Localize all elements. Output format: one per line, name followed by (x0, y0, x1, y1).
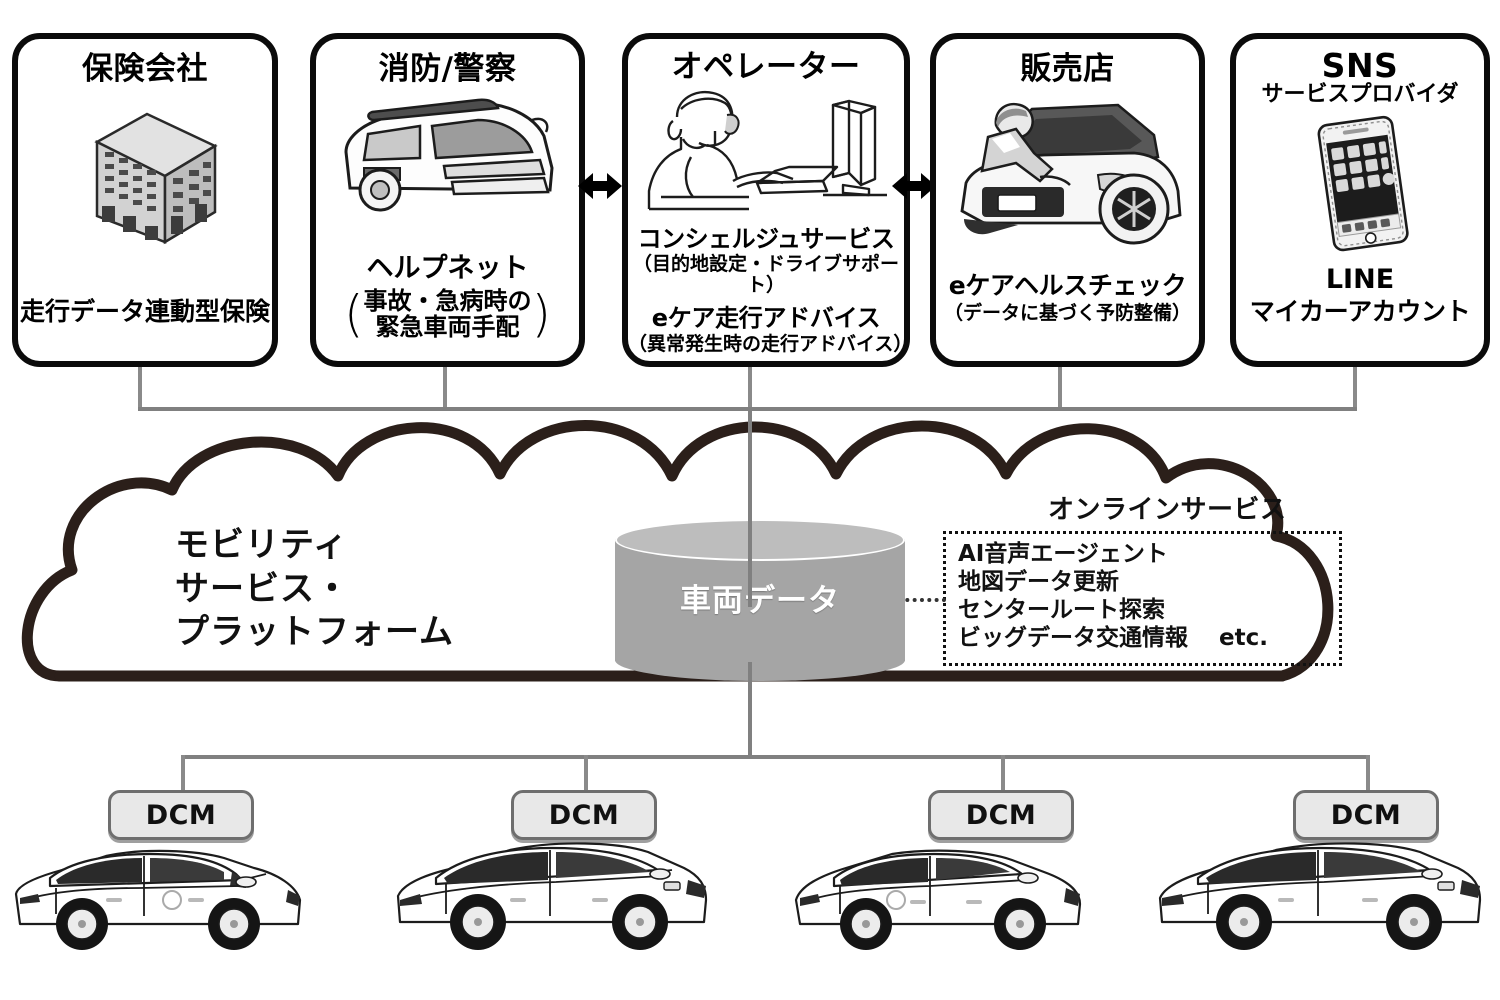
operator-headset-icon (635, 86, 897, 218)
online-service-item-2: 地図データ更新 (958, 569, 1119, 596)
dcm-box-4[interactable]: DCM (1293, 790, 1439, 840)
datastore-to-services-link (898, 598, 946, 602)
partner-title-sns: SNS (1321, 46, 1399, 85)
partner-box-fire-police[interactable]: 消防/警察 ヘルプネット ( 事故・急病時の 緊急車両手配 (310, 33, 585, 367)
online-service-item-3: センタールート探索 (958, 597, 1165, 624)
ambulance-icon (323, 88, 573, 228)
partner-caption-fire-police: ヘルプネット (366, 252, 529, 284)
connector-stub-sns (1353, 364, 1357, 411)
online-services-title: オンラインサービス (1048, 495, 1287, 525)
connector-stub-dcm-3 (1001, 755, 1005, 792)
bus-to-cloud-line (748, 407, 752, 607)
arrow-fire-police-to-operator (578, 169, 622, 203)
vehicle-hatchback-2 (790, 828, 1090, 962)
online-services-list: AI音声エージェント 地図データ更新 センタールート探索 ビッグデータ交通情報 … (943, 531, 1342, 666)
partner-title-operator: オペレーター (671, 49, 861, 85)
partner-caption-dealer: eケアヘルスチェック (948, 270, 1187, 300)
cylinder-top (615, 519, 905, 561)
connector-stub-dcm-2 (584, 755, 588, 792)
partner-caption-insurance: 走行データ連動型保険 (19, 296, 270, 326)
arrow-operator-to-dealer (892, 169, 936, 203)
cloud-title: モビリティ サービス・ プラットフォーム (175, 524, 454, 655)
vehicle-data-store: 車両データ (615, 519, 905, 681)
operator-service-2: eケア走行アドバイス (651, 304, 881, 333)
partner-box-dealer[interactable]: 販売店 (930, 33, 1205, 367)
partner-caption-dealer-sub: （データに基づく予防整備） (943, 301, 1191, 324)
partner-title-fire-police: 消防/警察 (378, 51, 517, 87)
paren-open: ( (343, 285, 364, 344)
online-service-item-4: ビッグデータ交通情報 etc. (958, 625, 1268, 652)
partner-title-sns-sub: サービスプロバイダ (1261, 81, 1459, 107)
operator-service-1-sub: （目的地設定・ドライブサポート） (632, 253, 899, 297)
operator-service-1: コンシェルジュサービス (637, 224, 895, 253)
partner-paren-line2: 緊急車両手配 (375, 313, 520, 342)
dcm-box-3[interactable]: DCM (928, 790, 1074, 840)
vehicle-sedan-2 (1152, 824, 1488, 962)
partner-paren-line1: 事故・急病時の (363, 286, 532, 315)
cloud-title-line1: モビリティ (175, 525, 348, 565)
partner-title-insurance: 保険会社 (82, 51, 208, 87)
smartphone-icon (1270, 113, 1450, 253)
partner-paren-group-fire-police: ( 事故・急病時の 緊急車両手配 ) (343, 285, 552, 344)
connector-stub-dealer (1058, 364, 1062, 411)
cloud-to-vehicle-bus-line (748, 662, 752, 758)
online-service-item-1: AI音声エージェント (958, 541, 1168, 567)
partner-box-insurance[interactable]: 保険会社 (12, 33, 278, 367)
cloud-title-line2: サービス・ (175, 568, 350, 609)
partner-box-sns[interactable]: SNS サービスプロバイダ (1230, 33, 1490, 367)
car-mechanic-icon (943, 90, 1193, 250)
partner-caption-sns: LINE (1325, 264, 1395, 296)
connector-stub-dcm-1 (181, 755, 185, 792)
vehicle-hatchback-1 (10, 828, 310, 962)
partner-title-dealer: 販売店 (1020, 51, 1115, 87)
vehicle-data-label: 車両データ (680, 583, 840, 619)
vehicle-bus-line (181, 755, 1369, 759)
office-building-icon (45, 94, 245, 254)
partner-caption-sns-2: マイカーアカウント (1249, 296, 1471, 326)
vehicle-sedan-1 (392, 824, 712, 962)
partner-box-operator[interactable]: オペレーター (622, 33, 913, 367)
paren-close: ) (531, 285, 552, 344)
cloud-title-line3: プラットフォーム (175, 612, 454, 653)
connector-stub-fire-police (443, 364, 447, 411)
partner-bus-line (138, 407, 1357, 411)
dcm-box-2[interactable]: DCM (511, 790, 657, 840)
connector-stub-dcm-4 (1366, 755, 1370, 792)
connector-stub-operator (748, 364, 752, 411)
operator-service-2-sub: （異常発生時の走行アドバイス） (628, 333, 913, 356)
dcm-box-1[interactable]: DCM (108, 790, 254, 840)
connector-stub-insurance (138, 364, 142, 411)
